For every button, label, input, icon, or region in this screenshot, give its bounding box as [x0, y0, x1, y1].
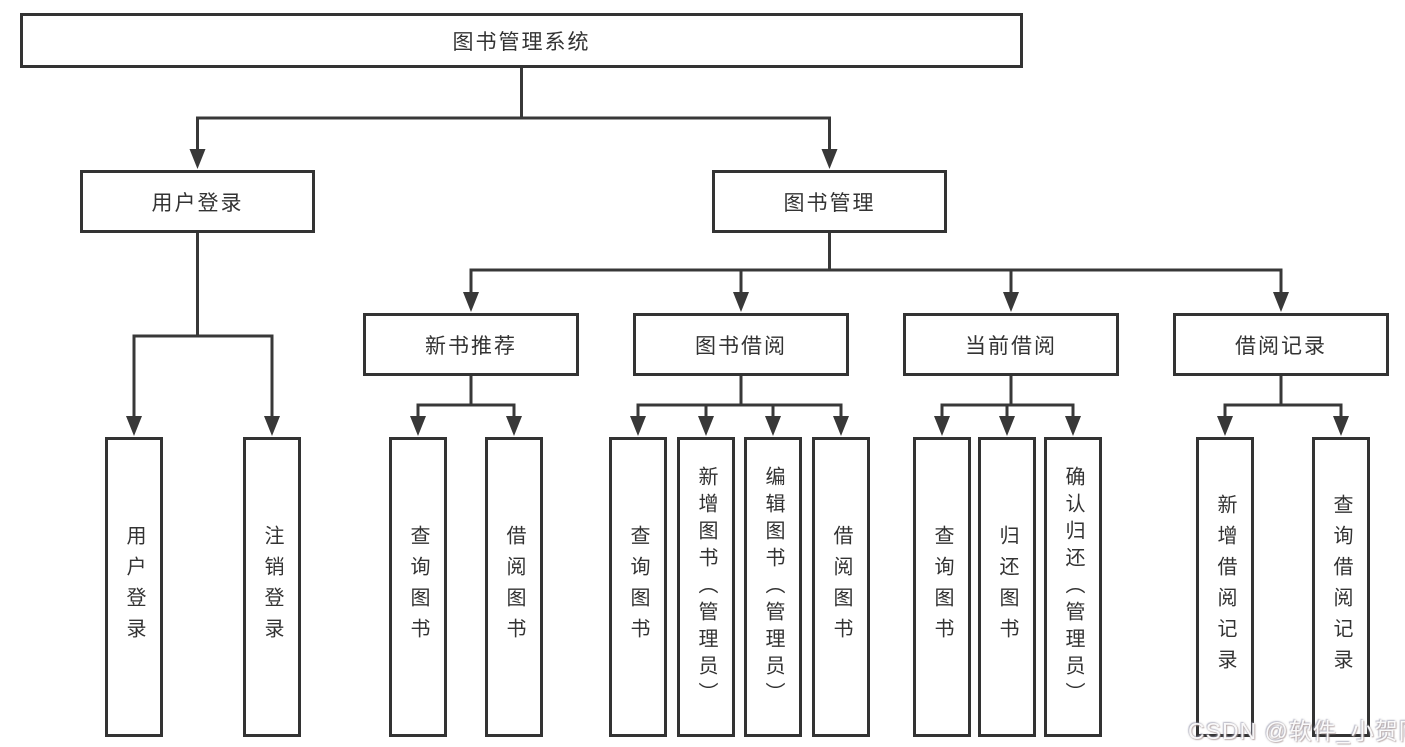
leaf-logout: 注销登录	[243, 437, 301, 737]
arrowhead-group	[126, 149, 1349, 436]
arrowhead-icon	[126, 416, 142, 436]
node-label: 借阅图书	[503, 525, 525, 649]
leaf-query-books-current: 查询图书	[913, 437, 971, 737]
leaf-query-books-recommend: 查询图书	[389, 437, 447, 737]
arrowhead-icon	[1333, 416, 1349, 436]
arrowhead-icon	[765, 416, 781, 436]
node-label: 查询借阅记录	[1330, 494, 1352, 680]
arrowhead-icon	[463, 292, 479, 312]
arrowhead-icon	[999, 416, 1015, 436]
leaf-borrow-books: 借阅图书	[812, 437, 870, 737]
node-label: 注销登录	[261, 525, 283, 649]
node-label: 编辑图书（管理员）	[762, 465, 784, 709]
leaf-borrow-books-recommend: 借阅图书	[485, 437, 543, 737]
node-label: 归还图书	[996, 525, 1018, 649]
arrowhead-icon	[410, 416, 426, 436]
arrowhead-icon	[1217, 416, 1233, 436]
node-current-borrow: 当前借阅	[903, 313, 1119, 376]
arrowhead-icon	[1065, 416, 1081, 436]
node-label: 新增借阅记录	[1214, 494, 1236, 680]
node-label: 查询图书	[931, 525, 953, 649]
arrowhead-icon	[189, 149, 206, 169]
arrowhead-icon	[264, 416, 280, 436]
node-label: 图书管理	[783, 191, 876, 215]
node-root-system: 图书管理系统	[20, 13, 1023, 68]
arrowhead-icon	[934, 416, 950, 436]
arrowhead-icon	[630, 416, 646, 436]
arrowhead-icon	[506, 416, 522, 436]
arrowhead-icon	[821, 149, 838, 169]
node-label: 当前借阅	[965, 334, 1057, 358]
arrowhead-icon	[1273, 292, 1289, 312]
arrowhead-icon	[733, 292, 749, 312]
leaf-add-book-admin: 新增图书（管理员）	[677, 437, 735, 737]
node-borrow-records: 借阅记录	[1173, 313, 1389, 376]
node-label: 图书借阅	[695, 334, 787, 358]
leaf-user-login: 用户登录	[105, 437, 163, 737]
leaf-return-book: 归还图书	[978, 437, 1036, 737]
node-label: 新增图书（管理员）	[695, 465, 717, 709]
node-label: 新书推荐	[425, 334, 517, 358]
node-label: 用户登录	[123, 525, 145, 649]
leaf-confirm-return-admin: 确认归还（管理员）	[1044, 437, 1102, 737]
arrowhead-icon	[698, 416, 714, 436]
leaf-add-borrow-record: 新增借阅记录	[1196, 437, 1254, 737]
node-label: 查询图书	[407, 525, 429, 649]
node-label: 借阅记录	[1235, 334, 1327, 358]
node-book-borrow: 图书借阅	[633, 313, 849, 376]
arrowhead-icon	[1003, 292, 1019, 312]
node-user-login: 用户登录	[80, 170, 315, 233]
node-label: 用户登录	[151, 191, 244, 215]
leaf-query-books-borrow: 查询图书	[609, 437, 667, 737]
node-label: 借阅图书	[830, 525, 852, 649]
node-label: 图书管理系统	[452, 30, 591, 54]
leaf-query-borrow-record: 查询借阅记录	[1312, 437, 1370, 737]
node-label: 确认归还（管理员）	[1062, 465, 1084, 709]
node-new-book-recommend: 新书推荐	[363, 313, 579, 376]
node-book-management: 图书管理	[712, 170, 947, 233]
node-label: 查询图书	[627, 525, 649, 649]
arrowhead-icon	[833, 416, 849, 436]
leaf-edit-book-admin: 编辑图书（管理员）	[744, 437, 802, 737]
